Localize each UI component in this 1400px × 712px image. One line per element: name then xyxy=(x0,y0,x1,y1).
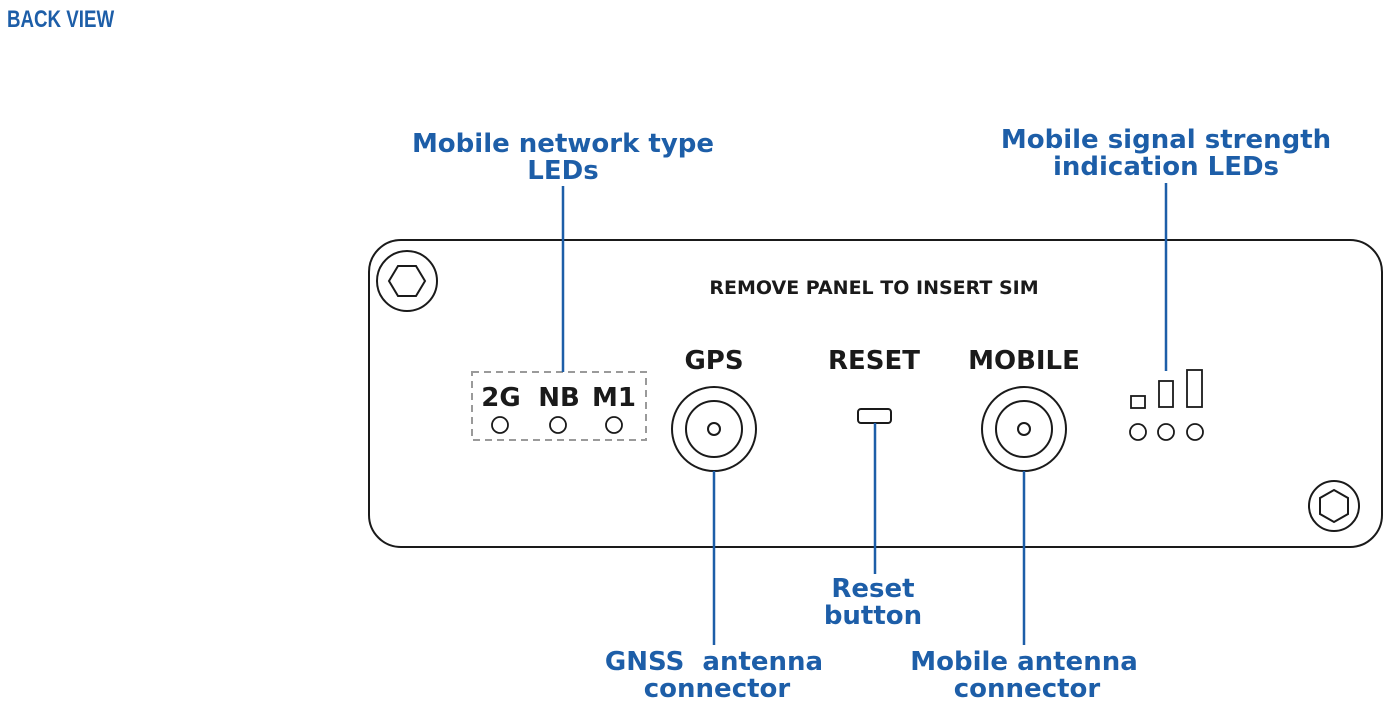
gps-label: GPS xyxy=(684,346,743,376)
callout-reset-line1: Reset xyxy=(831,574,914,604)
led-2g xyxy=(491,416,509,434)
led-m1 xyxy=(605,416,623,434)
callout-signal-strength-line1: Mobile signal strength xyxy=(1001,125,1331,155)
reset-label: RESET xyxy=(828,346,920,376)
gps-antenna-connector xyxy=(671,386,757,472)
sim-panel-notice: REMOVE PANEL TO INSERT SIM xyxy=(709,277,1038,299)
led-label-2g: 2G xyxy=(481,383,520,413)
signal-led-3 xyxy=(1186,423,1204,441)
screw-top-left-icon xyxy=(376,250,438,312)
led-label-nb: NB xyxy=(538,383,580,413)
callout-network-type-line2: LEDs xyxy=(527,156,598,186)
signal-led-2 xyxy=(1157,423,1175,441)
callout-network-type-line1: Mobile network type xyxy=(412,129,714,159)
callout-gnss-line1: GNSS antenna xyxy=(605,647,823,677)
mobile-antenna-connector xyxy=(981,386,1067,472)
led-nb xyxy=(549,416,567,434)
callout-gnss-line2: connector xyxy=(644,674,791,704)
screw-bottom-right-icon xyxy=(1308,480,1360,532)
reset-button xyxy=(857,408,892,424)
callout-mobile-antenna-line2: connector xyxy=(954,674,1101,704)
led-label-m1: M1 xyxy=(592,383,636,413)
callout-signal-strength-line2: indication LEDs xyxy=(1053,152,1279,182)
callout-reset-line2: button xyxy=(824,601,922,631)
signal-led-1 xyxy=(1129,423,1147,441)
callout-mobile-antenna-line1: Mobile antenna xyxy=(910,647,1138,677)
signal-bars-icon xyxy=(1130,369,1203,409)
mobile-label: MOBILE xyxy=(968,346,1080,376)
page-title: BACK VIEW xyxy=(7,6,115,33)
network-led-group xyxy=(471,371,647,441)
